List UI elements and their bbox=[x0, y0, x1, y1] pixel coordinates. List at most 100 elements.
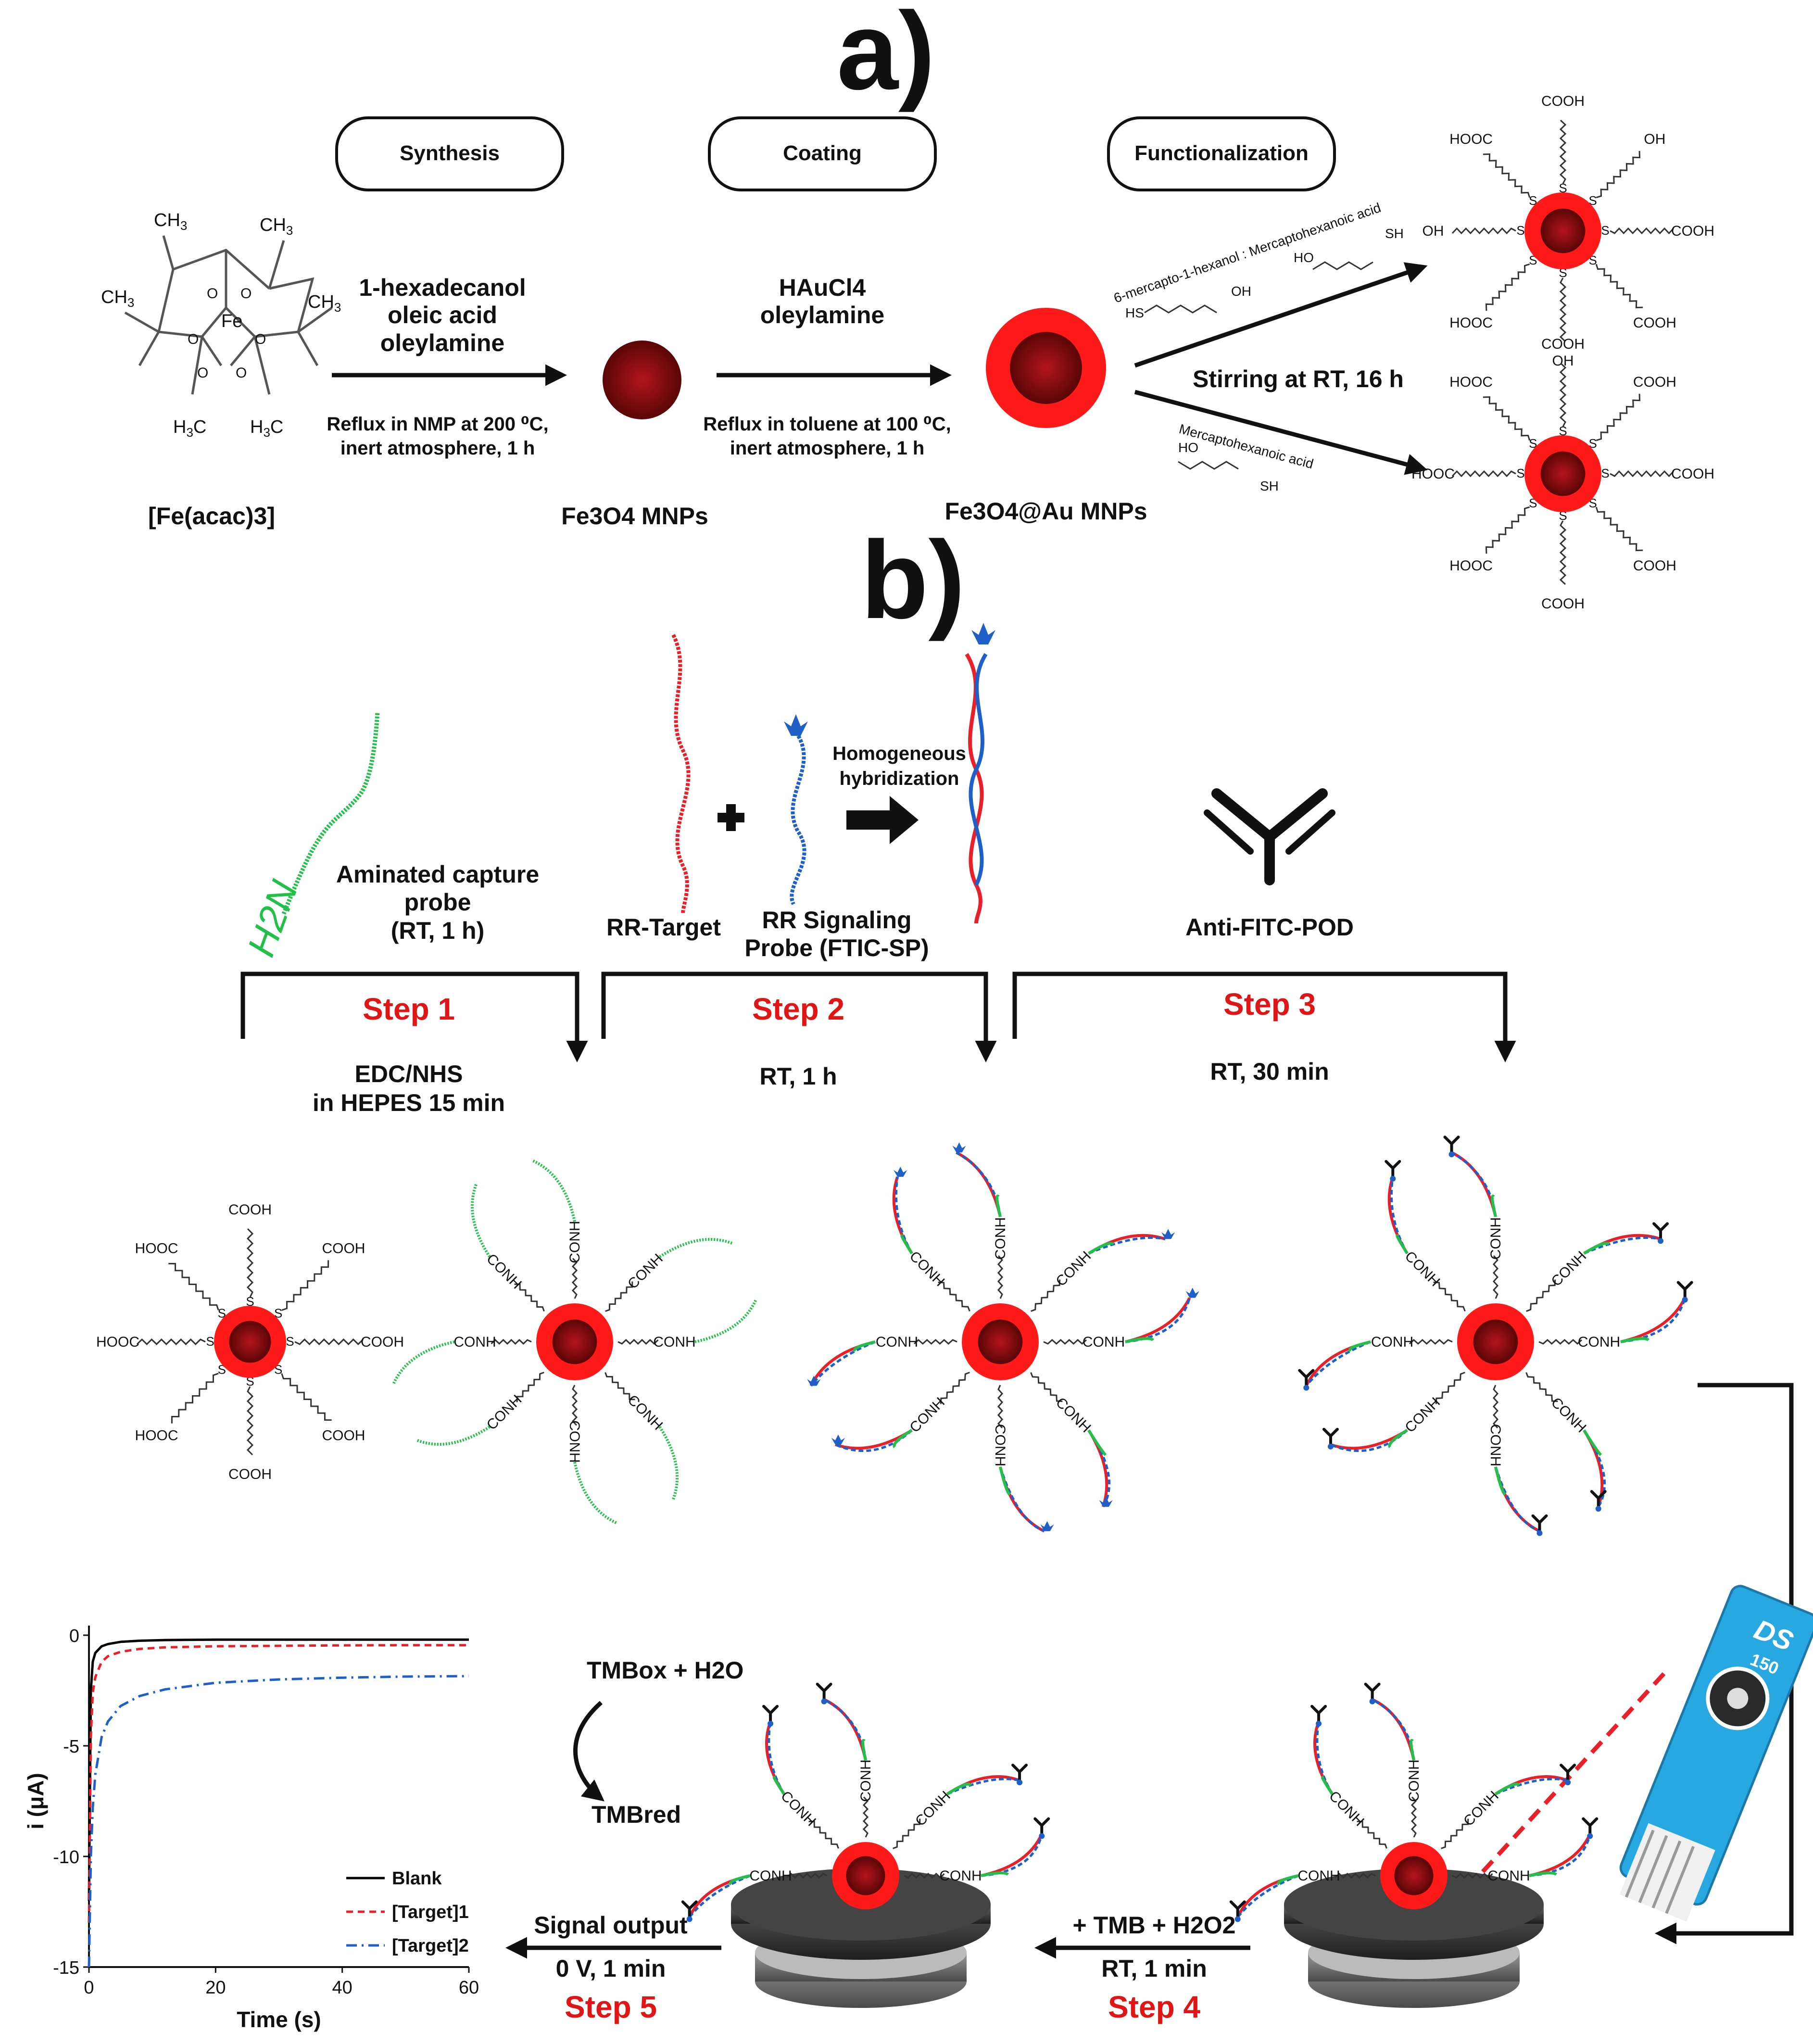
linker-chain bbox=[1410, 1796, 1417, 1838]
antibody-icon bbox=[1443, 1136, 1460, 1158]
capture-probe-strand bbox=[470, 1184, 491, 1258]
antibody-icon bbox=[1322, 1427, 1339, 1450]
ligand-end-label: OH bbox=[1552, 353, 1574, 369]
hybridization-label-2: hybridization bbox=[840, 768, 959, 789]
antibody-label: Anti-FITC-POD bbox=[1185, 914, 1354, 941]
h2n-label: H2N bbox=[239, 875, 305, 962]
y-tick-label: -10 bbox=[53, 1847, 79, 1867]
synthesis-condition-1: Reflux in NMP at 200 ⁰C, bbox=[327, 414, 548, 435]
rr-target-label: RR-Target bbox=[606, 914, 721, 941]
capture-segment bbox=[729, 1874, 751, 1886]
functionalization-upper-arrow bbox=[1134, 262, 1428, 368]
ligand-end-label: COOH bbox=[322, 1241, 365, 1257]
sulfur-label: S bbox=[286, 1334, 294, 1349]
capture-segment bbox=[946, 1782, 972, 1795]
linker-chain bbox=[1452, 1872, 1493, 1879]
product1-label: Fe3O4 MNPs bbox=[561, 503, 708, 530]
conh-label: CONH bbox=[906, 1394, 948, 1436]
capture-probe-label-2: probe bbox=[404, 889, 471, 916]
sulfur-label: S bbox=[1559, 181, 1567, 195]
capture-segment bbox=[1495, 1782, 1521, 1795]
signal-strand bbox=[999, 1466, 1045, 1533]
sulfur-label: S bbox=[274, 1306, 282, 1320]
capture-probe-strand bbox=[416, 1426, 491, 1446]
antibody-icon bbox=[1011, 1764, 1028, 1786]
x-tick-label: 60 bbox=[459, 1978, 479, 1998]
tmb-ox-label: TMBox + H2O bbox=[587, 1657, 743, 1684]
sulfur-label: S bbox=[218, 1306, 226, 1320]
series-line-2 bbox=[88, 1675, 469, 1968]
antibody-icon bbox=[1590, 1490, 1607, 1512]
antibody-icon bbox=[1364, 1682, 1381, 1704]
conh-label: CONH bbox=[1371, 1334, 1413, 1350]
ligand-chain bbox=[246, 1228, 254, 1298]
hybridization-arrow bbox=[846, 796, 919, 844]
series-line-0 bbox=[88, 1638, 469, 1901]
conh-label: CONH bbox=[1053, 1248, 1094, 1289]
svg-text:O: O bbox=[255, 331, 266, 347]
conh-label: CONH bbox=[906, 1248, 948, 1289]
sulfur-label: S bbox=[1601, 466, 1609, 480]
signal-strand bbox=[1583, 1429, 1606, 1508]
np-core bbox=[229, 1321, 271, 1363]
conh-label: CONH bbox=[653, 1334, 695, 1350]
antibody-icon bbox=[1310, 1704, 1327, 1727]
antibody-icon bbox=[1560, 1764, 1576, 1786]
linker-chain bbox=[997, 1255, 1004, 1299]
ligand-chain bbox=[136, 1338, 206, 1346]
capture-probe-label-1: Aminated capture bbox=[336, 861, 539, 888]
capture-segment bbox=[1125, 1337, 1155, 1343]
sulfur-label: S bbox=[1589, 436, 1597, 451]
step1-label: Step 1 bbox=[363, 992, 455, 1026]
conh-label: CONH bbox=[858, 1759, 874, 1802]
signal-strand bbox=[810, 1340, 876, 1387]
ligand-chain bbox=[281, 1260, 329, 1311]
capture-segment bbox=[1491, 1194, 1497, 1217]
target-strand bbox=[1387, 1176, 1409, 1254]
signal-strand bbox=[981, 1834, 1043, 1877]
fitc-icon bbox=[831, 1434, 845, 1445]
linker-chain bbox=[491, 1338, 532, 1345]
ligand-end-label: COOH bbox=[228, 1466, 272, 1482]
svg-text:O: O bbox=[207, 286, 218, 302]
linker-chain bbox=[571, 1258, 578, 1299]
np-core bbox=[1473, 1319, 1518, 1364]
conh-label: CONH bbox=[484, 1392, 525, 1433]
linker-chain bbox=[862, 1796, 869, 1838]
signaling-probe-strand bbox=[790, 735, 806, 905]
target-strand bbox=[1305, 1340, 1371, 1387]
signaling-probe-label-1: RR Signaling bbox=[762, 907, 911, 934]
capture-probe-strand bbox=[573, 1462, 617, 1525]
fitc-icon bbox=[1099, 1497, 1113, 1507]
target-strand bbox=[956, 1151, 1002, 1217]
capture-segment bbox=[981, 1871, 1009, 1877]
step4-label: Step 4 bbox=[1108, 1990, 1200, 2024]
sulfur-label: S bbox=[1601, 223, 1609, 238]
target-strand bbox=[809, 1340, 876, 1387]
ligand-chain bbox=[1595, 506, 1643, 552]
target-strand bbox=[892, 1176, 913, 1254]
functionalization-lower-arrow bbox=[1134, 390, 1428, 475]
ligand-chain bbox=[294, 1338, 364, 1346]
signal-strand bbox=[1620, 1297, 1687, 1343]
svg-text:CH3: CH3 bbox=[101, 287, 134, 310]
ligand-end-label: HOOC bbox=[1449, 315, 1493, 331]
conh-label: CONH bbox=[778, 1788, 819, 1830]
ligand-end-label: HOOC bbox=[1449, 558, 1493, 574]
antibody-icon bbox=[681, 1900, 698, 1922]
antibody-icon bbox=[1204, 788, 1335, 885]
x-axis-label: Time (s) bbox=[237, 2007, 321, 2032]
plus-icon bbox=[718, 804, 744, 831]
fitc-label-icon bbox=[784, 714, 808, 736]
target-strand bbox=[823, 1698, 867, 1761]
signal-strand bbox=[1088, 1236, 1166, 1255]
ligand-end-label: COOH bbox=[1633, 374, 1676, 390]
linker-chain bbox=[913, 1338, 957, 1345]
capture-probe-strand bbox=[392, 1340, 455, 1384]
ho-label: HO bbox=[1294, 250, 1314, 265]
conh-label: CONH bbox=[1326, 1788, 1367, 1830]
linker-chain bbox=[1492, 1385, 1499, 1429]
